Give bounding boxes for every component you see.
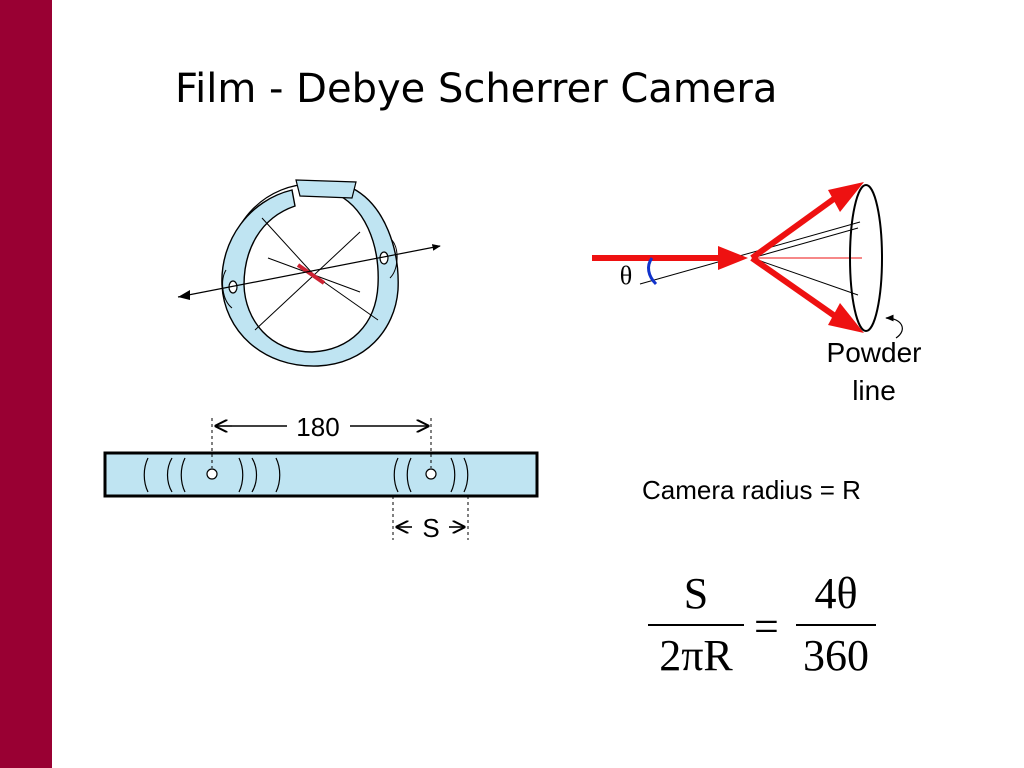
formula-right-denominator: 360 (803, 631, 869, 680)
camera-radius-text: Camera radius = R (642, 475, 861, 505)
powder-line-label-2: line (852, 375, 896, 406)
powder-line-label-1: Powder (827, 337, 922, 368)
formula-right-numerator: 4θ (814, 569, 858, 618)
slide-title: Film - Debye Scherrer Camera (175, 66, 778, 112)
angle-theta-label: θ (620, 261, 632, 290)
formula-left-fraction: S 2πR (648, 568, 744, 682)
formula-left-denominator: 2πR (659, 631, 733, 680)
film-distance-label: 180 (296, 412, 339, 442)
film-strip: 180 S (103, 412, 539, 543)
formula-left-numerator: S (683, 569, 709, 618)
formula-left-fraction-bar (648, 624, 744, 626)
bragg-film-formula: S 2πR = 4θ 360 (640, 568, 890, 698)
formula-right-fraction-bar (796, 624, 876, 626)
slide-accent-bar (0, 0, 52, 768)
formula-equals-sign: = (754, 602, 779, 651)
camera-cylinder (177, 179, 441, 367)
spacing-label: S (422, 513, 439, 543)
formula-right-fraction: 4θ 360 (796, 568, 876, 682)
beam-diagram: θ Powder line (592, 182, 921, 406)
